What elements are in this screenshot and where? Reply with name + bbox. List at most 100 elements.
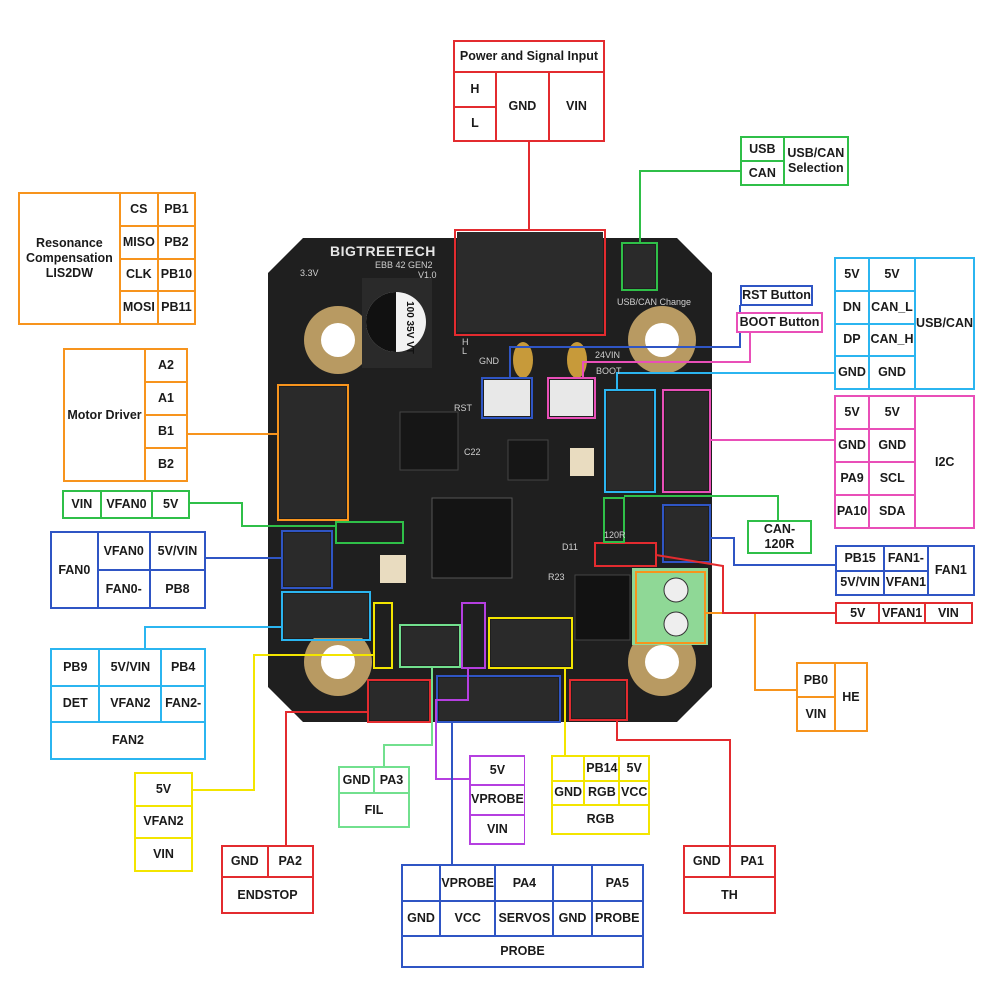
he-connector-outline	[635, 571, 706, 644]
pin-label	[554, 866, 591, 901]
pin-label: VFAN2	[136, 806, 191, 838]
probe-label: PROBE	[403, 937, 642, 966]
pin-label: VIN	[798, 698, 834, 730]
pin-label	[553, 757, 584, 780]
fan2-jumper-box: 5V VFAN2 VIN	[134, 772, 193, 872]
rst-silk-label: RST	[454, 403, 472, 413]
accelerometer-chip	[399, 411, 459, 471]
pin-label: GND	[223, 847, 267, 877]
pin-label: DET	[52, 686, 99, 722]
fan2-label: FAN2	[52, 723, 204, 758]
he-label: HE	[835, 664, 866, 730]
pin-label: MOSI	[120, 292, 157, 323]
pin-label: PB10	[158, 259, 194, 291]
pin-label: 5V	[869, 259, 915, 290]
rgb-label: RGB	[553, 806, 648, 833]
boot-silk-label: BOOT	[596, 366, 622, 376]
pin-label: SDA	[870, 496, 915, 527]
fil-connector-outline	[399, 624, 461, 668]
pin-label: VFAN0	[98, 533, 149, 569]
pin-label: VIN	[64, 492, 100, 517]
pin-label: PB8	[150, 571, 204, 607]
he-leader-line	[705, 612, 796, 691]
d11-label: D11	[562, 542, 578, 552]
pin-label: 5V/VIN	[150, 533, 204, 569]
usb-can-connector-outline	[604, 389, 656, 493]
rst-button-switch[interactable]	[484, 380, 530, 416]
pin-label: CAN_L	[869, 291, 915, 323]
pin-label: B1	[146, 416, 186, 447]
endstop-connector-outline	[367, 679, 431, 723]
boot-button-switch[interactable]	[550, 380, 593, 416]
pin-label: VFAN2	[100, 686, 161, 722]
pin-label: CS	[120, 194, 157, 225]
pin-label: PB4	[162, 650, 204, 685]
pin-label: VIN	[136, 839, 191, 870]
endstop-label: ENDSTOP	[223, 878, 312, 912]
rst-button-label: RST Button	[742, 287, 811, 304]
pin-label	[403, 866, 440, 901]
pin-label: B2	[146, 449, 186, 480]
pin-label: VFAN0	[101, 492, 152, 517]
pin-label: PA1	[730, 847, 774, 877]
pin-label: PA5	[592, 866, 642, 901]
fan0-jumper-leader-line	[190, 502, 336, 527]
pin-label: VPROBE	[471, 786, 524, 814]
resonance-label: Resonance Compensation LIS2DW	[20, 194, 119, 323]
pin-label: GND	[685, 847, 729, 877]
pin-label: PB2	[158, 226, 194, 258]
rgb-connector-outline	[488, 617, 573, 669]
pin-label: PB1	[158, 194, 194, 225]
r23-label: R23	[548, 572, 565, 582]
fil-leader-line	[383, 667, 433, 766]
pin-label: PROBE	[592, 902, 642, 936]
fan0-jumper-box: VIN VFAN0 5V	[62, 490, 190, 519]
fil-label: FIL	[340, 794, 408, 826]
can-120r-box: CAN-120R	[747, 520, 812, 554]
usb-can-change-label: USB/CAN Change	[617, 297, 692, 307]
usb-can-leader-line	[616, 372, 834, 390]
fan2-leader-line	[144, 626, 282, 648]
pin-label: 5V	[136, 774, 191, 805]
motor-driver-box: Motor Driver A2 A1 B1 B2	[63, 348, 188, 482]
pin-label: 5V	[837, 604, 879, 622]
th-connector-outline	[569, 679, 628, 721]
board-model: EBB 42 GEN2	[375, 260, 433, 270]
pin-label: PA9	[836, 463, 869, 494]
boot-button-box: BOOT Button	[736, 312, 823, 333]
pin-label: FAN1-	[885, 547, 927, 570]
option-can: CAN	[742, 162, 783, 184]
fan2-jumper-leader-line	[193, 654, 374, 791]
mcu-chip	[431, 497, 513, 579]
pin-label: PB0	[798, 664, 834, 696]
can-120r-leader-line	[624, 495, 779, 520]
pin-label: 5V	[836, 259, 868, 290]
power-input-box: Power and Signal Input H L GND VIN	[453, 40, 605, 142]
pin-label: RGB	[585, 781, 619, 804]
pin-label: PB9	[52, 650, 99, 685]
pin-label: PB14	[585, 757, 619, 780]
fan1-label: FAN1	[928, 547, 973, 594]
rst-button-outline	[481, 377, 533, 419]
pin-label: DN	[836, 291, 868, 323]
pin-label: VFAN1	[885, 571, 927, 594]
fan2-jumper-outline	[373, 602, 393, 669]
pin-label: 5V	[836, 397, 869, 428]
pin-label: A2	[146, 350, 186, 381]
fan1-jumper-box: 5V VFAN1 VIN	[835, 602, 973, 624]
pin-label: VFAN1	[880, 604, 924, 622]
pin-label: PA2	[268, 847, 312, 877]
boot-button-outline	[547, 377, 596, 419]
usb-can-selection-label: USB/CAN Selection	[784, 138, 847, 184]
l-label: L	[462, 346, 468, 356]
boot-button-label: BOOT Button	[738, 314, 821, 331]
rst-button-box: RST Button	[740, 285, 813, 306]
